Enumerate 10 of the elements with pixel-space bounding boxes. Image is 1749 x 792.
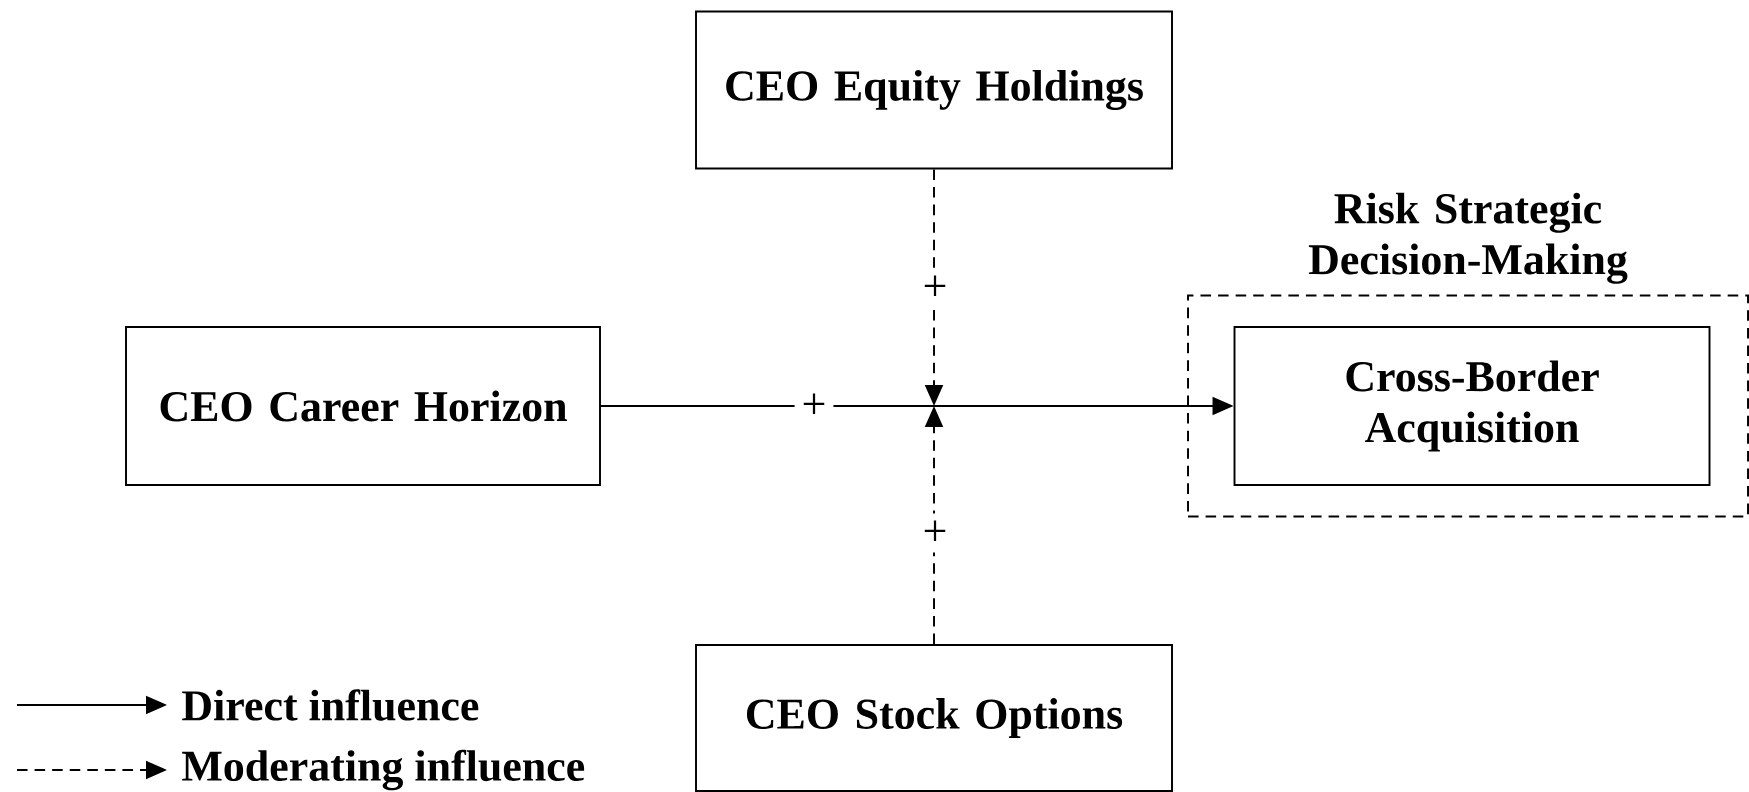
process-box: CEO Stock Options [695, 644, 1173, 792]
edge-label: + [915, 513, 955, 553]
edge-label: + [915, 268, 955, 308]
process-box: CEO Career Horizon [125, 326, 601, 486]
group-heading: Risk Strategic Decision-Making [1308, 192, 1628, 284]
edge-label: + [794, 386, 834, 426]
legend-text: Moderating influence [182, 749, 585, 791]
process-box: CEO Equity Holdings [695, 10, 1173, 170]
legend-text: Direct influence [182, 689, 479, 721]
process-box: Cross-Border Acquisition [1233, 326, 1711, 486]
